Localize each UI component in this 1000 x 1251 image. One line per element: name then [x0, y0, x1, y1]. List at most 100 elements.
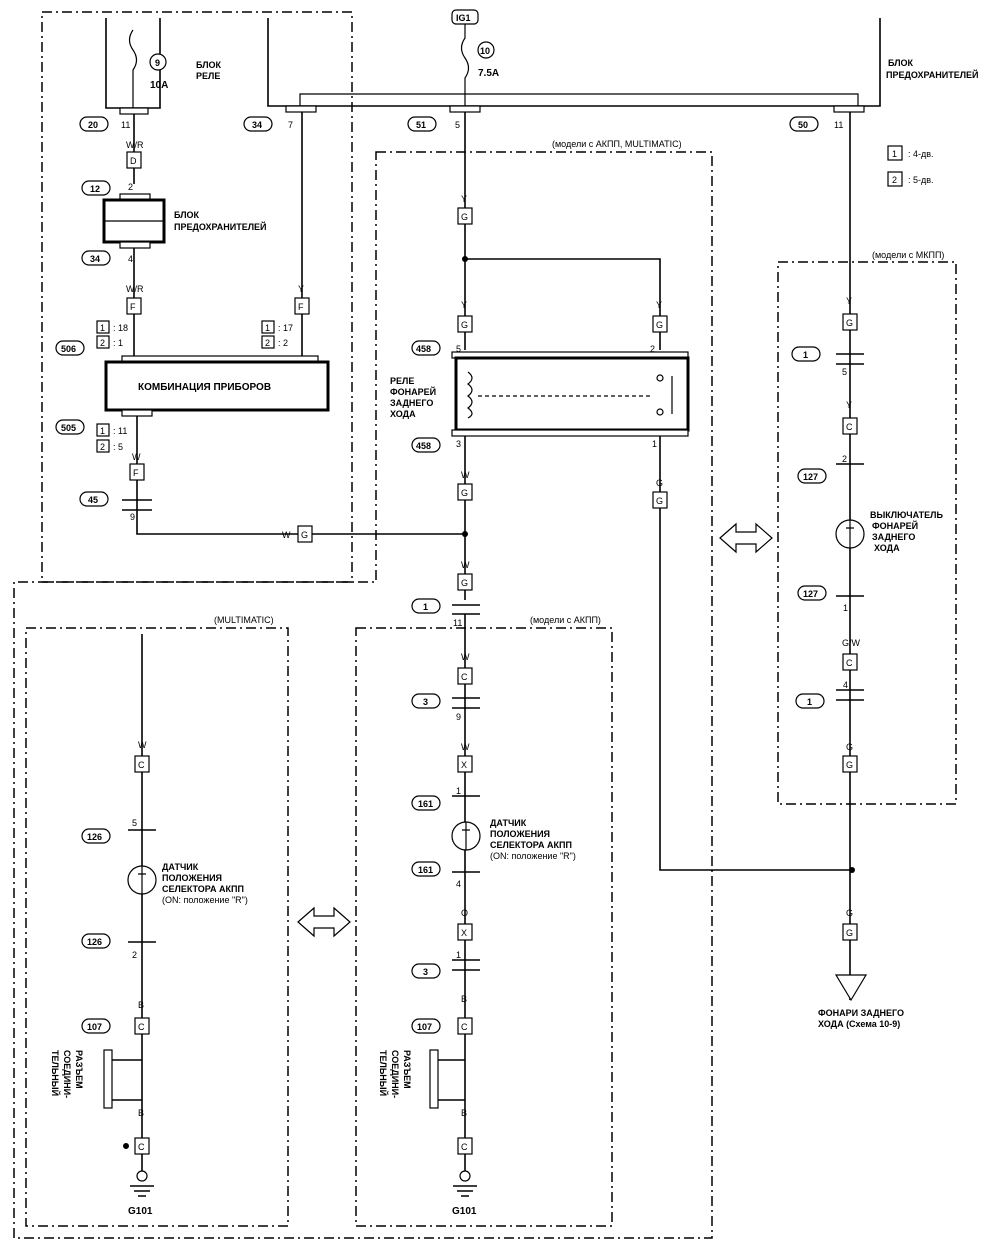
pin-5b: 5 — [842, 367, 847, 377]
relay-label-3: ЗАДНЕГО — [390, 398, 433, 408]
pin-2b: 2 — [842, 454, 847, 464]
connector-127b — [797, 585, 827, 601]
pin-4a: 4 — [128, 254, 133, 264]
terminal-f1-label: F — [130, 302, 136, 312]
frame-mt — [777, 261, 957, 805]
relay-fuse-num: 9 — [155, 58, 160, 68]
wire-label-y4: Y — [656, 300, 662, 310]
connector-20 — [79, 116, 109, 132]
lamps-label-2: ХОДА (Схема 10-9) — [818, 1019, 900, 1029]
connector-107b-num: 107 — [417, 1022, 432, 1032]
connector-161b — [411, 861, 441, 877]
cluster-in-left-n1-box — [96, 320, 110, 334]
wire-label-b3: B — [138, 1000, 144, 1010]
fuse-box-top — [267, 18, 881, 107]
lamps-label-1: ФОНАРИ ЗАДНЕГО — [818, 1008, 904, 1018]
fuse-10 — [460, 24, 470, 106]
pin-11a: 11 — [121, 120, 130, 130]
mm-sensor-label-1: ДАТЧИК — [162, 862, 199, 872]
mt-switch-label-2: ФОНАРЕЙ — [872, 520, 918, 531]
legend-box-1 — [887, 145, 903, 161]
connector-107b — [411, 1018, 441, 1034]
pin-2r: 2 — [650, 344, 655, 354]
fuse-box-left-label1: БЛОК — [174, 210, 200, 220]
cluster-in-left-n2-box — [96, 335, 110, 349]
label-at: (модели с АКПП) — [530, 615, 601, 625]
instrument-cluster — [104, 360, 330, 412]
cluster-in-right-1: : 17 — [278, 323, 293, 333]
connector-458b — [411, 437, 441, 453]
connector-34b-num: 34 — [90, 254, 100, 264]
connector-3b-mark — [452, 959, 480, 971]
terminal-g2 — [457, 315, 473, 333]
cluster-out-n1-box — [96, 423, 110, 437]
connector-126b — [81, 933, 111, 949]
terminal-g3-label: G — [656, 320, 663, 330]
mt-switch-label-1: ВЫКЛЮЧАТЕЛЬ — [870, 510, 943, 520]
lamps-arrow — [834, 974, 868, 1002]
frame-at-multimatic — [13, 151, 713, 1239]
terminal-d-label: D — [130, 156, 137, 166]
terminal-x2-label: X — [461, 928, 467, 938]
legend-num-1: 1 — [892, 149, 897, 159]
pin-7: 7 — [288, 120, 293, 130]
cluster-in-right-n2-box — [261, 335, 275, 349]
wire-label-g1: G — [656, 478, 663, 488]
wire-label-w5: W — [461, 652, 470, 662]
conn-50-bar — [833, 105, 865, 113]
connector-505-num: 505 — [61, 423, 76, 433]
terminal-f3-label: F — [133, 468, 139, 478]
wire-label-g2: G — [846, 742, 853, 752]
connector-34a — [243, 116, 273, 132]
connector-1c-mark — [836, 689, 864, 701]
connector-107a — [81, 1018, 111, 1034]
connector-161a-num: 161 — [418, 799, 433, 809]
fuse-10-num: 10 — [480, 46, 490, 56]
connector-12-num: 12 — [90, 184, 100, 194]
terminal-c3-label: C — [461, 672, 468, 682]
connector-458b-num: 458 — [416, 441, 431, 451]
pin-11b: 11 — [834, 120, 843, 130]
terminal-g9-label: G — [846, 928, 853, 938]
pin-3r: 3 — [456, 439, 461, 449]
mm-connector-block-label-2: ТЕЛЬНЫЙ — [50, 1050, 61, 1096]
pin-9b: 9 — [456, 712, 461, 722]
mt-switch-label-4: ХОДА — [874, 543, 900, 553]
connector-506-num: 506 — [61, 344, 76, 354]
connector-51 — [407, 116, 437, 132]
ink-dot — [123, 1143, 129, 1149]
label-mt: (модели с МКПП) — [872, 250, 944, 260]
cluster-out-2: : 5 — [113, 442, 123, 452]
conn-34b-bar — [119, 241, 151, 249]
connector-161a — [411, 795, 441, 811]
terminal-g-w-label: G — [301, 530, 308, 540]
relay-label-4: ХОДА — [390, 409, 416, 419]
terminal-f3 — [129, 463, 145, 481]
cluster-in-right-2: : 2 — [278, 338, 288, 348]
wire-label-wr2: W/R — [126, 284, 144, 294]
terminal-c1 — [842, 417, 858, 435]
frame-at — [355, 627, 613, 1227]
label-at-multimatic: (модели с АКПП, MULTIMATIC) — [552, 139, 682, 149]
terminal-g3 — [652, 315, 668, 333]
terminal-c1-label: C — [846, 422, 853, 432]
terminal-c4-label: C — [461, 1022, 468, 1032]
terminal-g8 — [842, 755, 858, 773]
terminal-g8-label: G — [846, 760, 853, 770]
mm-connector-block — [103, 1049, 113, 1109]
connector-1a-num: 1 — [423, 602, 428, 612]
terminal-g4 — [457, 483, 473, 501]
connector-126a-num: 126 — [87, 832, 102, 842]
at-connector-block-label-2: ТЕЛЬНЫЙ — [378, 1050, 389, 1096]
connector-51-num: 51 — [416, 120, 426, 130]
terminal-f2-label: F — [298, 302, 304, 312]
wire-label-wr1: W/R — [126, 140, 144, 150]
connector-1b-num: 1 — [803, 350, 808, 360]
cluster-in-left-2: : 1 — [113, 338, 123, 348]
cluster-in-left-1: : 18 — [113, 323, 128, 333]
terminal-g1 — [457, 207, 473, 225]
connector-127a-num: 127 — [803, 472, 818, 482]
mm-sensor-label-2: ПОЛОЖЕНИЯ — [162, 873, 222, 883]
legend-box-2 — [887, 171, 903, 187]
